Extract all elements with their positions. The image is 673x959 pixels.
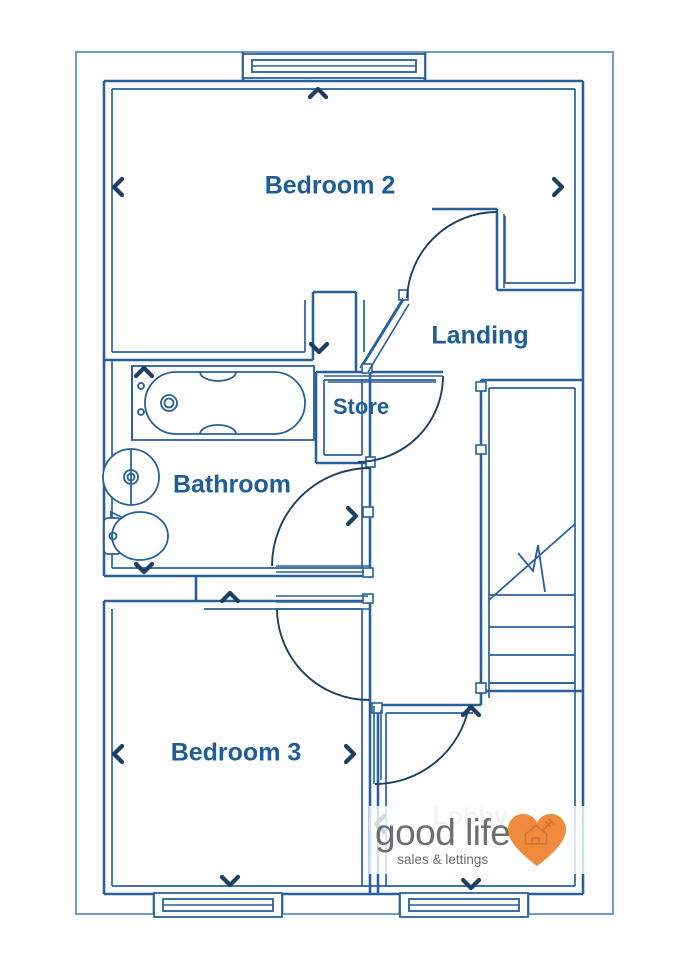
room-label-bedroom-2: Bedroom 2 <box>265 172 396 200</box>
chevron-up-bedroom-3 <box>219 590 241 604</box>
window-bottom-right <box>399 892 529 918</box>
room-label-bathroom: Bathroom <box>173 471 291 499</box>
bathtub <box>137 371 306 435</box>
room-label-bedroom-3: Bedroom 3 <box>171 739 302 767</box>
bathroom-fixtures <box>102 365 315 561</box>
chevron-left-bedroom-3 <box>111 743 125 765</box>
chevron-right-bedroom-2 <box>551 176 565 198</box>
window-bottom-left <box>153 892 283 918</box>
door-jambs <box>361 289 487 714</box>
brand-tagline: sales & lettings <box>397 851 489 867</box>
brand-name: good life <box>375 811 511 853</box>
door-bedroom-3 <box>276 608 370 701</box>
chevron-right-bedroom-3 <box>343 743 357 765</box>
door-bathroom <box>271 467 371 567</box>
windows <box>153 53 529 918</box>
room-label-landing: Landing <box>431 322 528 350</box>
door-leaves <box>276 212 505 784</box>
window-top <box>242 53 426 79</box>
toilet <box>103 510 169 561</box>
brand-text-block: good life sales & lettings <box>375 811 511 867</box>
chevron-up-bath <box>133 365 155 379</box>
chevron-down-bedroom-2 <box>308 341 330 355</box>
staircase <box>488 523 576 684</box>
bath-surround <box>131 365 315 441</box>
chevron-down-bathroom <box>133 561 155 575</box>
outer-boundary <box>75 51 614 915</box>
wash-basin <box>102 448 160 506</box>
chevron-left-bedroom-2 <box>111 176 125 198</box>
heart-house-icon <box>508 813 567 867</box>
chevron-down-lobby <box>460 877 482 891</box>
chevron-up-lobby <box>460 704 482 718</box>
door-store <box>357 375 444 463</box>
door-lobby <box>374 705 470 785</box>
door-swings <box>271 211 498 785</box>
door-bedroom-2 <box>406 211 498 299</box>
chevron-down-bedroom-3 <box>219 874 241 888</box>
dimension-markers <box>111 86 565 891</box>
room-label-store: Store <box>333 394 389 419</box>
chevron-up-bedroom-2 <box>307 86 329 100</box>
chevron-right-bathroom <box>345 505 359 527</box>
brand-watermark: good life sales & lettings <box>369 806 586 874</box>
